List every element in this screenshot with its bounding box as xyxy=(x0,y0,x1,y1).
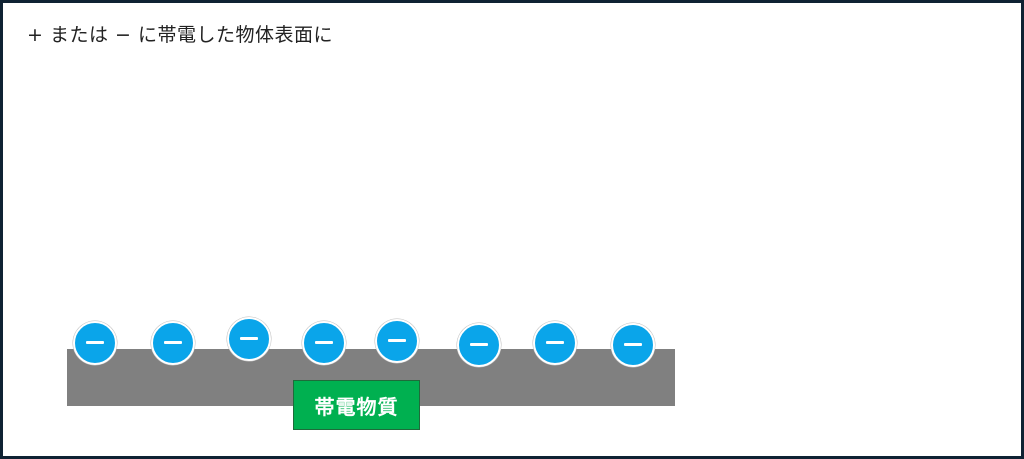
charged-material-label: 帯電物質 xyxy=(293,380,420,430)
minus-sign-icon xyxy=(388,339,406,342)
negative-charge xyxy=(611,323,655,367)
minus-sign-icon xyxy=(164,341,182,344)
minus-sign-icon xyxy=(240,337,258,340)
negative-charge xyxy=(227,317,271,361)
negative-charge xyxy=(375,319,419,363)
minus-sign-icon xyxy=(86,341,104,344)
negative-charge xyxy=(73,321,117,365)
negative-charge xyxy=(302,321,346,365)
minus-sign-icon xyxy=(546,341,564,344)
minus-sign-icon xyxy=(470,343,488,346)
negative-charge xyxy=(533,321,577,365)
diagram-caption: + または − に帯電した物体表面に xyxy=(27,24,333,46)
negative-charge xyxy=(151,321,195,365)
minus-sign-icon xyxy=(624,343,642,346)
minus-sign-icon xyxy=(315,341,333,344)
negative-charge xyxy=(457,323,501,367)
